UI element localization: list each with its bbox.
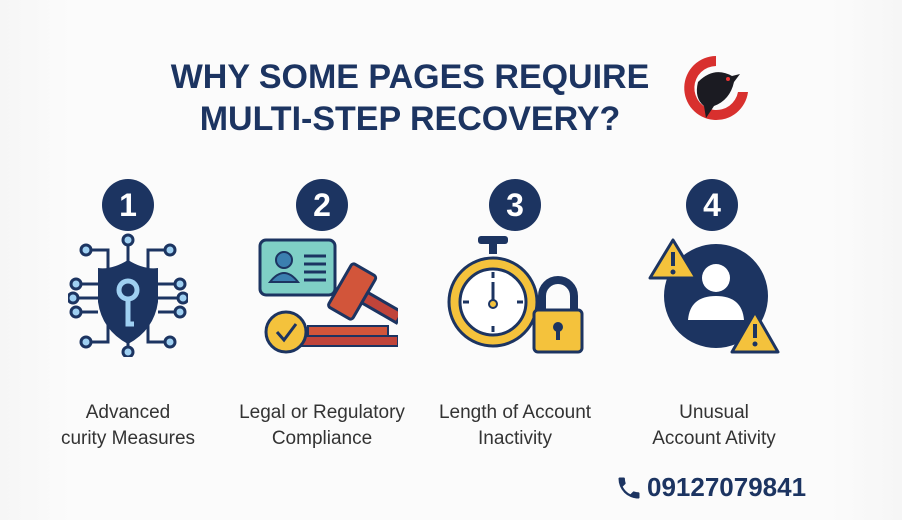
- raven-logo-icon: [684, 56, 748, 120]
- step-number-1: 1: [102, 179, 154, 231]
- step-number-3: 3: [489, 179, 541, 231]
- step-number-4: 4: [686, 179, 738, 231]
- stopwatch-lock-icon: [447, 236, 584, 354]
- id-card-gavel-icon: [258, 238, 398, 354]
- phone-icon: [618, 477, 640, 498]
- shield-key-icon: [68, 233, 188, 357]
- contact-phone[interactable]: 09127079841: [615, 472, 806, 503]
- step-number-2: 2: [296, 179, 348, 231]
- phone-number: 09127079841: [647, 472, 807, 502]
- user-warning-icon: [648, 238, 780, 354]
